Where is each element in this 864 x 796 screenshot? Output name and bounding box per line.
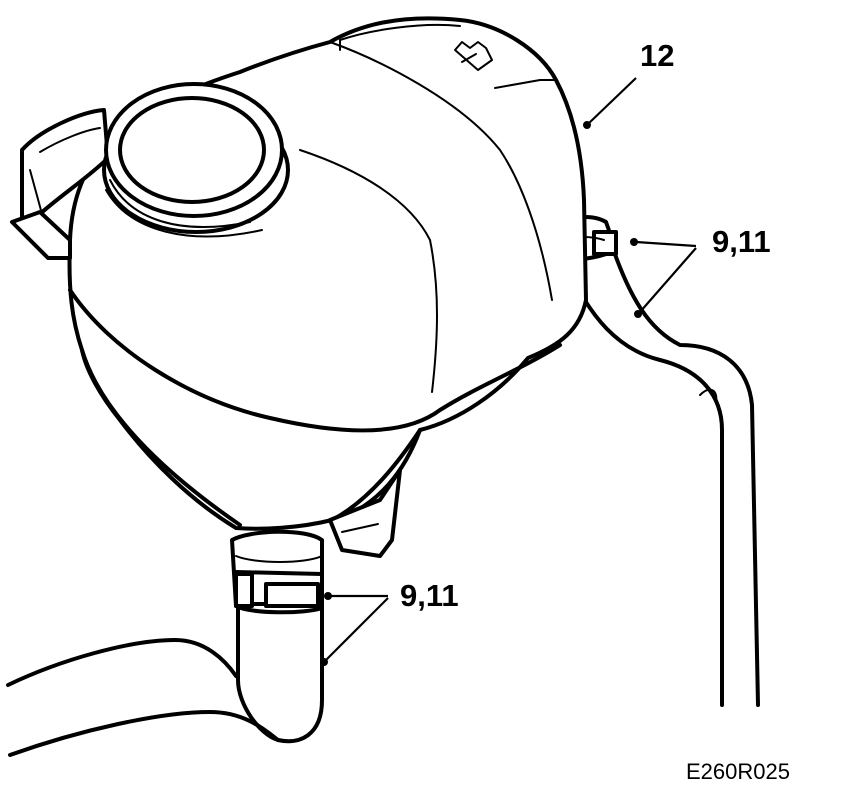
lower-vertical-hose [230, 529, 324, 744]
callout-upper-clamp-part-numbers: 9,11 [712, 224, 771, 259]
callout-tank-part-number: 12 [640, 38, 675, 73]
expansion-tank-body [10, 16, 588, 558]
right-hose [562, 238, 760, 707]
figure-code: E260R025 [686, 759, 790, 784]
leader-lines [320, 77, 697, 666]
lower-hose-clamp [234, 570, 324, 608]
callout-lower-clamp-part-numbers: 9,11 [400, 578, 459, 613]
filler-neck [102, 82, 290, 238]
